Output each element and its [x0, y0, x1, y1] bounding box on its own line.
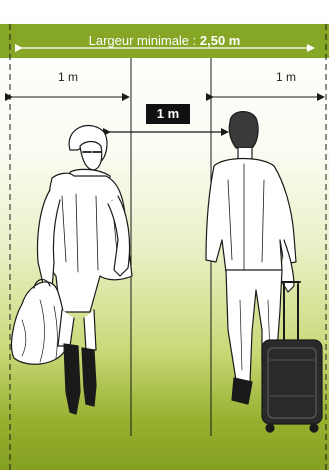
right-zone-label: 1 m — [276, 70, 296, 84]
woman-figure — [12, 126, 132, 414]
man-figure — [206, 112, 322, 432]
middle-gap-label: 1 m — [146, 104, 190, 124]
left-zone-label: 1 m — [58, 70, 78, 84]
